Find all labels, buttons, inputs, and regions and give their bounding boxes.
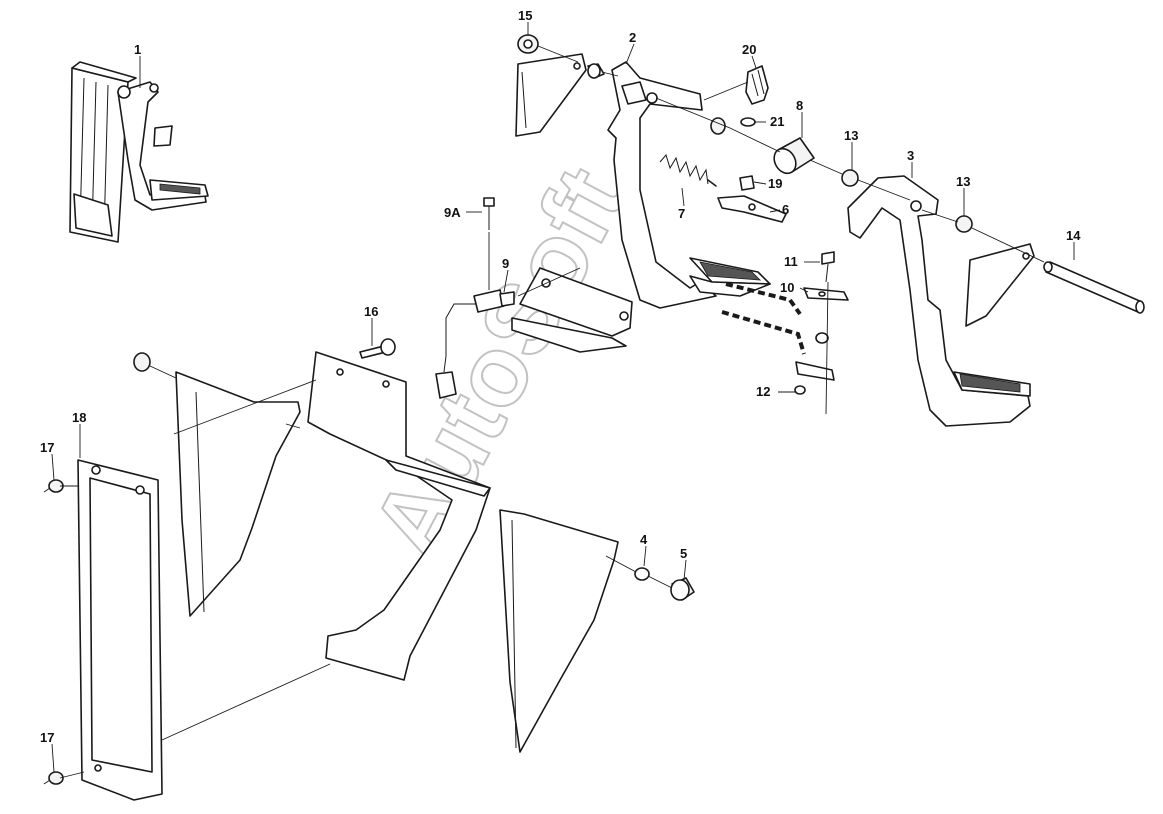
bolt-9a bbox=[483, 197, 495, 230]
callout-5: 5 bbox=[680, 546, 687, 561]
brake-switch-9 bbox=[435, 289, 515, 399]
side-panel-right bbox=[499, 509, 619, 753]
callout-15: 15 bbox=[518, 8, 532, 23]
washer-21 bbox=[740, 117, 756, 127]
callout-6: 6 bbox=[782, 202, 789, 217]
side-panel-left bbox=[175, 371, 301, 617]
bushing-small bbox=[710, 117, 726, 135]
callout-17-upper: 17 bbox=[40, 440, 54, 455]
switch-bracket bbox=[511, 267, 633, 353]
watermark: AutoSoft bbox=[351, 150, 648, 575]
callout-13-left: 13 bbox=[844, 128, 858, 143]
callout-7: 7 bbox=[678, 206, 685, 221]
callout-11: 11 bbox=[784, 254, 798, 269]
alignment-lines bbox=[43, 45, 1045, 785]
dashed-link-upper bbox=[725, 282, 802, 316]
right-support-bracket bbox=[965, 243, 1035, 327]
return-spring-7 bbox=[659, 153, 717, 187]
plate-10-lower bbox=[795, 361, 835, 381]
callout-9: 9 bbox=[502, 256, 509, 271]
spacer-12 bbox=[794, 332, 829, 395]
callout-2: 2 bbox=[629, 30, 636, 45]
callout-8: 8 bbox=[796, 98, 803, 113]
pivot-shaft-14 bbox=[1043, 261, 1145, 314]
washer-15 bbox=[517, 34, 539, 54]
mounting-frame-18 bbox=[77, 459, 163, 801]
callout-labels: 1 2 3 4 5 6 7 8 9 9A 10 11 12 13 13 14 1… bbox=[40, 8, 1081, 745]
plate-10 bbox=[803, 287, 849, 301]
bolt-11 bbox=[821, 251, 835, 283]
callout-3: 3 bbox=[907, 148, 914, 163]
nut-4 bbox=[634, 567, 650, 581]
pedal-assembly-overview bbox=[69, 61, 209, 243]
bushing-left bbox=[587, 63, 605, 79]
nut-17-lower bbox=[48, 771, 64, 785]
callout-14: 14 bbox=[1066, 228, 1081, 243]
cap-20 bbox=[745, 65, 769, 105]
callout-1: 1 bbox=[134, 42, 141, 57]
callout-19: 19 bbox=[768, 176, 782, 191]
clutch-pedal-3 bbox=[847, 175, 1031, 427]
bushing-13-right bbox=[955, 215, 973, 233]
bushing-13-left bbox=[841, 169, 859, 187]
callout-21: 21 bbox=[770, 114, 784, 129]
callout-18: 18 bbox=[72, 410, 86, 425]
dashed-link-lower bbox=[721, 310, 806, 355]
sleeve-8 bbox=[773, 137, 815, 175]
left-support-bracket bbox=[515, 53, 587, 137]
bracket-6 bbox=[717, 195, 787, 223]
callout-4: 4 bbox=[640, 532, 648, 547]
callout-9a: 9A bbox=[444, 205, 461, 220]
end-cap-left bbox=[133, 352, 151, 372]
callout-10: 10 bbox=[780, 280, 794, 295]
screw-16 bbox=[359, 338, 396, 359]
knob-5 bbox=[670, 577, 695, 601]
cover-panel-center bbox=[307, 351, 491, 681]
callout-20: 20 bbox=[742, 42, 756, 57]
callout-17-lower: 17 bbox=[40, 730, 54, 745]
callout-leaders bbox=[51, 22, 1075, 773]
callout-13-right: 13 bbox=[956, 174, 970, 189]
brake-pedal-2 bbox=[607, 61, 771, 309]
callout-12: 12 bbox=[756, 384, 770, 399]
clip-19 bbox=[739, 175, 755, 191]
callout-16: 16 bbox=[364, 304, 378, 319]
